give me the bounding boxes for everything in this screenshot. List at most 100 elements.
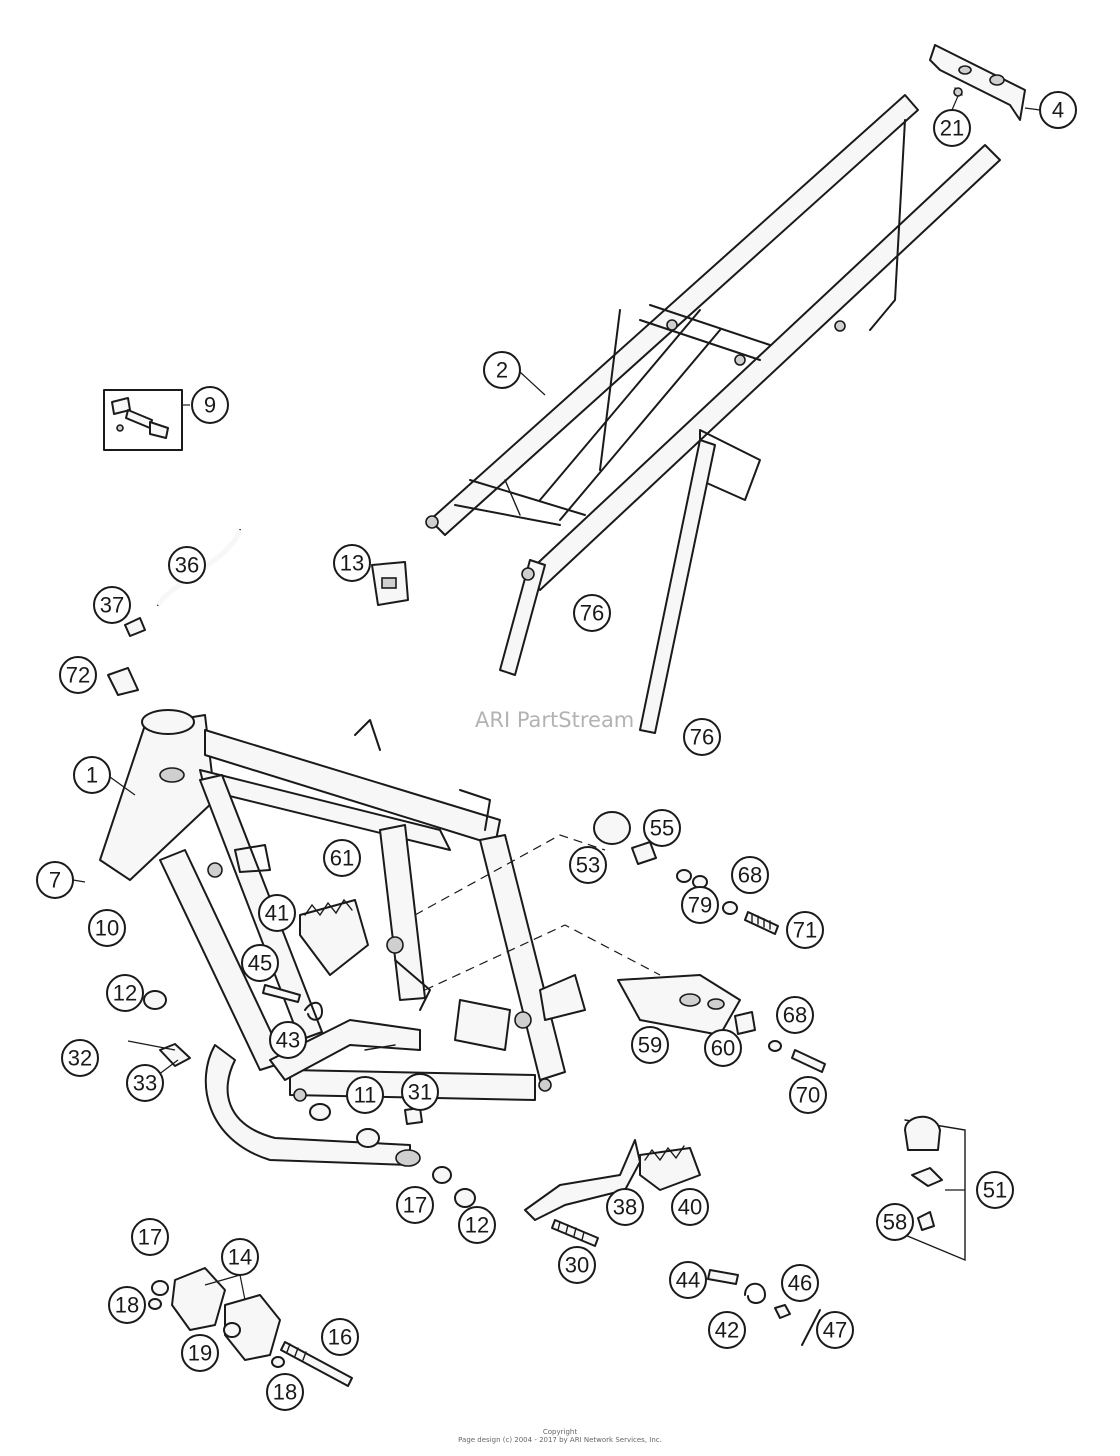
svg-text:40: 40 [678, 1195, 702, 1220]
callout-36: 36 [168, 546, 206, 584]
callout-47: 47 [816, 1311, 854, 1349]
svg-text:30: 30 [565, 1253, 589, 1278]
svg-text:47: 47 [823, 1318, 847, 1343]
callout-44: 44 [669, 1261, 707, 1299]
callout-9: 9 [191, 386, 229, 424]
callout-42: 42 [708, 1311, 746, 1349]
lock-set-drawing [103, 389, 183, 451]
svg-text:16: 16 [328, 1325, 352, 1350]
svg-text:59: 59 [638, 1033, 662, 1058]
left-footpeg-drawing [262, 898, 369, 1021]
svg-text:17: 17 [403, 1193, 427, 1218]
callout-68-lower: 68 [776, 996, 814, 1034]
skid-guard-drawing [424, 924, 826, 1073]
svg-text:33: 33 [133, 1071, 157, 1096]
callouts: 1 2 4 21 9 36 37 13 72 76 76 7 10 61 41 … [36, 91, 1077, 1411]
callout-17-lower: 17 [131, 1218, 169, 1256]
callout-46: 46 [781, 1264, 819, 1302]
callout-60: 60 [704, 1029, 742, 1067]
svg-text:2: 2 [496, 358, 508, 383]
svg-text:79: 79 [688, 893, 712, 918]
callout-59: 59 [631, 1026, 669, 1064]
callout-18-lower: 18 [266, 1373, 304, 1411]
callout-40: 40 [671, 1188, 709, 1226]
callout-79: 79 [681, 886, 719, 924]
svg-text:17: 17 [138, 1225, 162, 1250]
svg-text:41: 41 [265, 901, 289, 926]
svg-text:38: 38 [613, 1195, 637, 1220]
svg-text:31: 31 [408, 1080, 432, 1105]
callout-58: 58 [876, 1203, 914, 1241]
svg-text:36: 36 [175, 553, 199, 578]
callout-13: 13 [333, 544, 371, 582]
svg-text:37: 37 [100, 593, 124, 618]
leader-lines [72, 95, 1041, 1301]
callout-21: 21 [933, 109, 971, 147]
callout-31: 31 [401, 1073, 439, 1111]
svg-text:13: 13 [340, 551, 364, 576]
main-frame-drawing [99, 709, 586, 1167]
svg-text:58: 58 [883, 1210, 907, 1235]
center-bushings-drawing [309, 1103, 476, 1208]
svg-text:43: 43 [276, 1028, 300, 1053]
callout-45: 45 [241, 944, 279, 982]
callout-1: 1 [73, 756, 111, 794]
callout-68-upper: 68 [731, 856, 769, 894]
callout-51: 51 [976, 1171, 1014, 1209]
svg-text:44: 44 [676, 1268, 700, 1293]
svg-text:71: 71 [793, 918, 817, 943]
callout-41: 41 [258, 894, 296, 932]
svg-text:60: 60 [711, 1036, 735, 1061]
svg-text:7: 7 [49, 868, 61, 893]
svg-text:55: 55 [650, 816, 674, 841]
svg-text:21: 21 [940, 116, 964, 141]
svg-text:12: 12 [113, 981, 137, 1006]
right-footpeg-drawing [524, 1139, 701, 1247]
callout-76-upper: 76 [573, 594, 611, 632]
copyright-line1: Copyright [542, 1428, 578, 1436]
callout-37: 37 [93, 586, 131, 624]
callout-55: 55 [643, 809, 681, 847]
copyright-notice: Copyright Page design (c) 2004 - 2017 by… [0, 1428, 1120, 1444]
svg-text:68: 68 [783, 1003, 807, 1028]
callout-7: 7 [36, 861, 74, 899]
svg-text:45: 45 [248, 951, 272, 976]
callout-76-lower: 76 [683, 718, 721, 756]
callout-12-center: 12 [458, 1206, 496, 1244]
svg-text:32: 32 [68, 1046, 92, 1071]
callout-4: 4 [1039, 91, 1077, 129]
callout-16: 16 [321, 1318, 359, 1356]
callout-38: 38 [606, 1188, 644, 1226]
callout-14: 14 [221, 1238, 259, 1276]
callout-12-left: 12 [106, 974, 144, 1012]
callout-43: 43 [269, 1021, 307, 1059]
svg-text:76: 76 [580, 601, 604, 626]
engine-mount-drawing [414, 811, 779, 935]
svg-text:1: 1 [86, 763, 98, 788]
svg-text:11: 11 [354, 1083, 377, 1108]
svg-text:12: 12 [465, 1213, 489, 1238]
svg-text:18: 18 [273, 1380, 297, 1405]
callout-19: 19 [181, 1334, 219, 1372]
callout-53: 53 [569, 846, 607, 884]
callout-10: 10 [88, 909, 126, 947]
sidestand-bracket-drawing [904, 1115, 966, 1262]
callout-32: 32 [61, 1039, 99, 1077]
callout-18-left: 18 [108, 1286, 146, 1324]
engine-plates-drawing [148, 1267, 353, 1387]
callout-30: 30 [558, 1246, 596, 1284]
spring-parts-drawing [707, 1269, 821, 1346]
left-hardware-drawing [143, 990, 191, 1067]
svg-text:4: 4 [1052, 98, 1064, 123]
svg-text:46: 46 [788, 1271, 812, 1296]
svg-text:42: 42 [715, 1318, 739, 1343]
copyright-line2: Page design (c) 2004 - 2017 by ARI Netwo… [458, 1436, 662, 1444]
callout-72: 72 [59, 656, 97, 694]
svg-text:76: 76 [690, 725, 714, 750]
callout-61: 61 [323, 839, 361, 877]
svg-text:10: 10 [95, 916, 119, 941]
rear-bracket-drawing [929, 44, 1026, 121]
svg-text:19: 19 [188, 1341, 212, 1366]
svg-text:72: 72 [66, 663, 90, 688]
callout-70: 70 [789, 1076, 827, 1114]
